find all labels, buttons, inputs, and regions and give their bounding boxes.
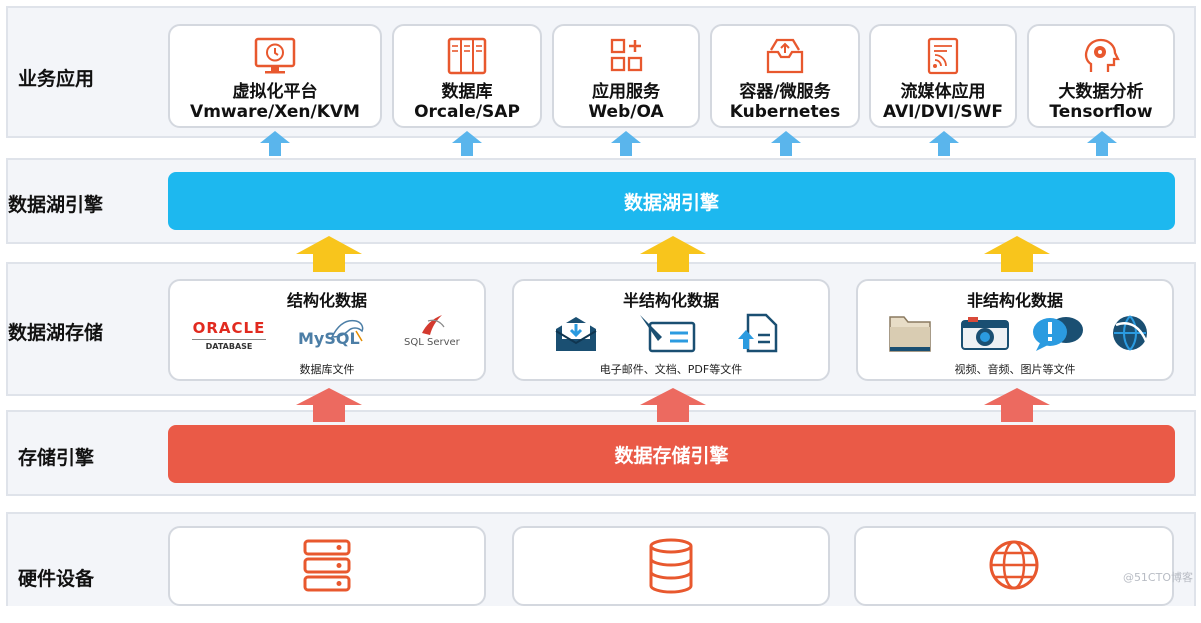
database-cabinet-icon: [447, 37, 487, 75]
app-card-database[interactable]: 数据库 Orcale/SAP: [392, 24, 542, 128]
lake-engine-bar: 数据湖引擎: [168, 172, 1175, 230]
app-subtitle: Vmware/Xen/KVM: [190, 102, 360, 122]
up-arrow-yellow: [984, 236, 1050, 272]
oracle-logo: ORACLE DATABASE: [188, 319, 270, 351]
up-arrow-blue: [929, 131, 959, 156]
file-upload-icon: [738, 313, 778, 353]
sqlserver-logo-text: SQL Server: [404, 337, 460, 348]
hardware-card-server[interactable]: [168, 526, 486, 606]
oracle-logo-sub: DATABASE: [205, 342, 253, 351]
app-card-container[interactable]: 容器/微服务 Kubernetes: [710, 24, 860, 128]
folder-icon: [889, 316, 931, 352]
app-subtitle: Web/OA: [588, 102, 664, 122]
unstructured-data-caption: 视频、音频、图片等文件: [954, 363, 1076, 376]
globe-icon: [989, 540, 1039, 590]
app-title: 大数据分析: [1058, 82, 1144, 102]
app-subtitle: Orcale/SAP: [414, 102, 520, 122]
structured-data-card[interactable]: 结构化数据 ORACLE DATABASE MySQL SQL Server 数…: [168, 279, 486, 381]
up-arrow-red: [296, 388, 362, 422]
row-label-lake-storage: 数据湖存储: [8, 322, 104, 344]
app-card-app-service[interactable]: 应用服务 Web/OA: [552, 24, 700, 128]
up-arrow-yellow: [296, 236, 362, 272]
hardware-card-storage[interactable]: [512, 526, 830, 606]
app-card-virtualization[interactable]: 虚拟化平台 Vmware/Xen/KVM: [168, 24, 382, 128]
semi-structured-data-caption: 电子邮件、文档、PDF等文件: [599, 363, 743, 376]
container-tray-icon: [766, 38, 804, 74]
up-arrow-red: [984, 388, 1050, 422]
semi-structured-data-title: 半结构化数据: [622, 291, 719, 310]
up-arrow-blue: [452, 131, 482, 156]
up-arrow-red: [640, 388, 706, 422]
up-arrow-blue: [771, 131, 801, 156]
globe-network-icon: [1113, 315, 1148, 351]
oracle-logo-text: ORACLE: [192, 319, 266, 337]
watermark: @51CTO博客: [1122, 571, 1193, 584]
server-rack-icon: [303, 539, 351, 592]
head-brain-icon: [1084, 38, 1120, 72]
app-subtitle: Kubernetes: [729, 102, 841, 122]
row-label-lake-engine: 数据湖引擎: [8, 194, 104, 216]
storage-engine-bar: 数据存储引擎: [168, 425, 1175, 483]
up-arrow-blue: [260, 131, 290, 156]
app-grid-icon: [610, 38, 643, 72]
unstructured-data-card[interactable]: 非结构化数据 视频、音频、图片等文件: [856, 279, 1174, 381]
app-title: 容器/微服务: [739, 82, 831, 102]
row-label-storage-engine: 存储引擎: [18, 447, 95, 469]
camera-icon: [961, 317, 1009, 350]
row-label-apps: 业务应用: [18, 68, 95, 90]
dolphin-icon: [330, 319, 364, 342]
email-download-icon: [555, 317, 597, 351]
up-arrow-yellow: [640, 236, 706, 272]
mysql-logo: MySQL: [298, 315, 370, 351]
document-sign-icon: [640, 315, 696, 353]
sqlserver-logo: SQL Server: [398, 313, 464, 353]
streaming-doc-icon: [927, 37, 959, 75]
app-title: 流媒体应用: [900, 82, 986, 102]
up-arrow-blue: [1087, 131, 1117, 156]
up-arrow-blue: [611, 131, 641, 156]
unstructured-data-title: 非结构化数据: [966, 291, 1063, 310]
row-label-hardware: 硬件设备: [18, 568, 95, 590]
sqlserver-flag-icon: [422, 315, 445, 335]
clock-monitor-icon: [254, 37, 296, 74]
semi-structured-data-card[interactable]: 半结构化数据 电子邮件、文档、PDF等文件: [512, 279, 830, 381]
app-subtitle: AVI/DVI/SWF: [882, 102, 1004, 122]
app-card-bigdata[interactable]: 大数据分析 Tensorflow: [1027, 24, 1175, 128]
structured-data-title: 结构化数据: [286, 291, 367, 310]
database-cylinder-icon: [649, 538, 693, 594]
app-title: 应用服务: [592, 82, 660, 102]
structured-data-caption: 数据库文件: [299, 363, 355, 376]
app-title: 虚拟化平台: [232, 82, 318, 102]
chat-bubbles-icon: [1033, 317, 1083, 351]
app-title: 数据库: [441, 82, 493, 102]
app-subtitle: Tensorflow: [1049, 102, 1153, 122]
app-card-streaming[interactable]: 流媒体应用 AVI/DVI/SWF: [869, 24, 1017, 128]
hardware-card-network[interactable]: [854, 526, 1174, 606]
mysql-logo-text: MySQL: [298, 329, 360, 348]
